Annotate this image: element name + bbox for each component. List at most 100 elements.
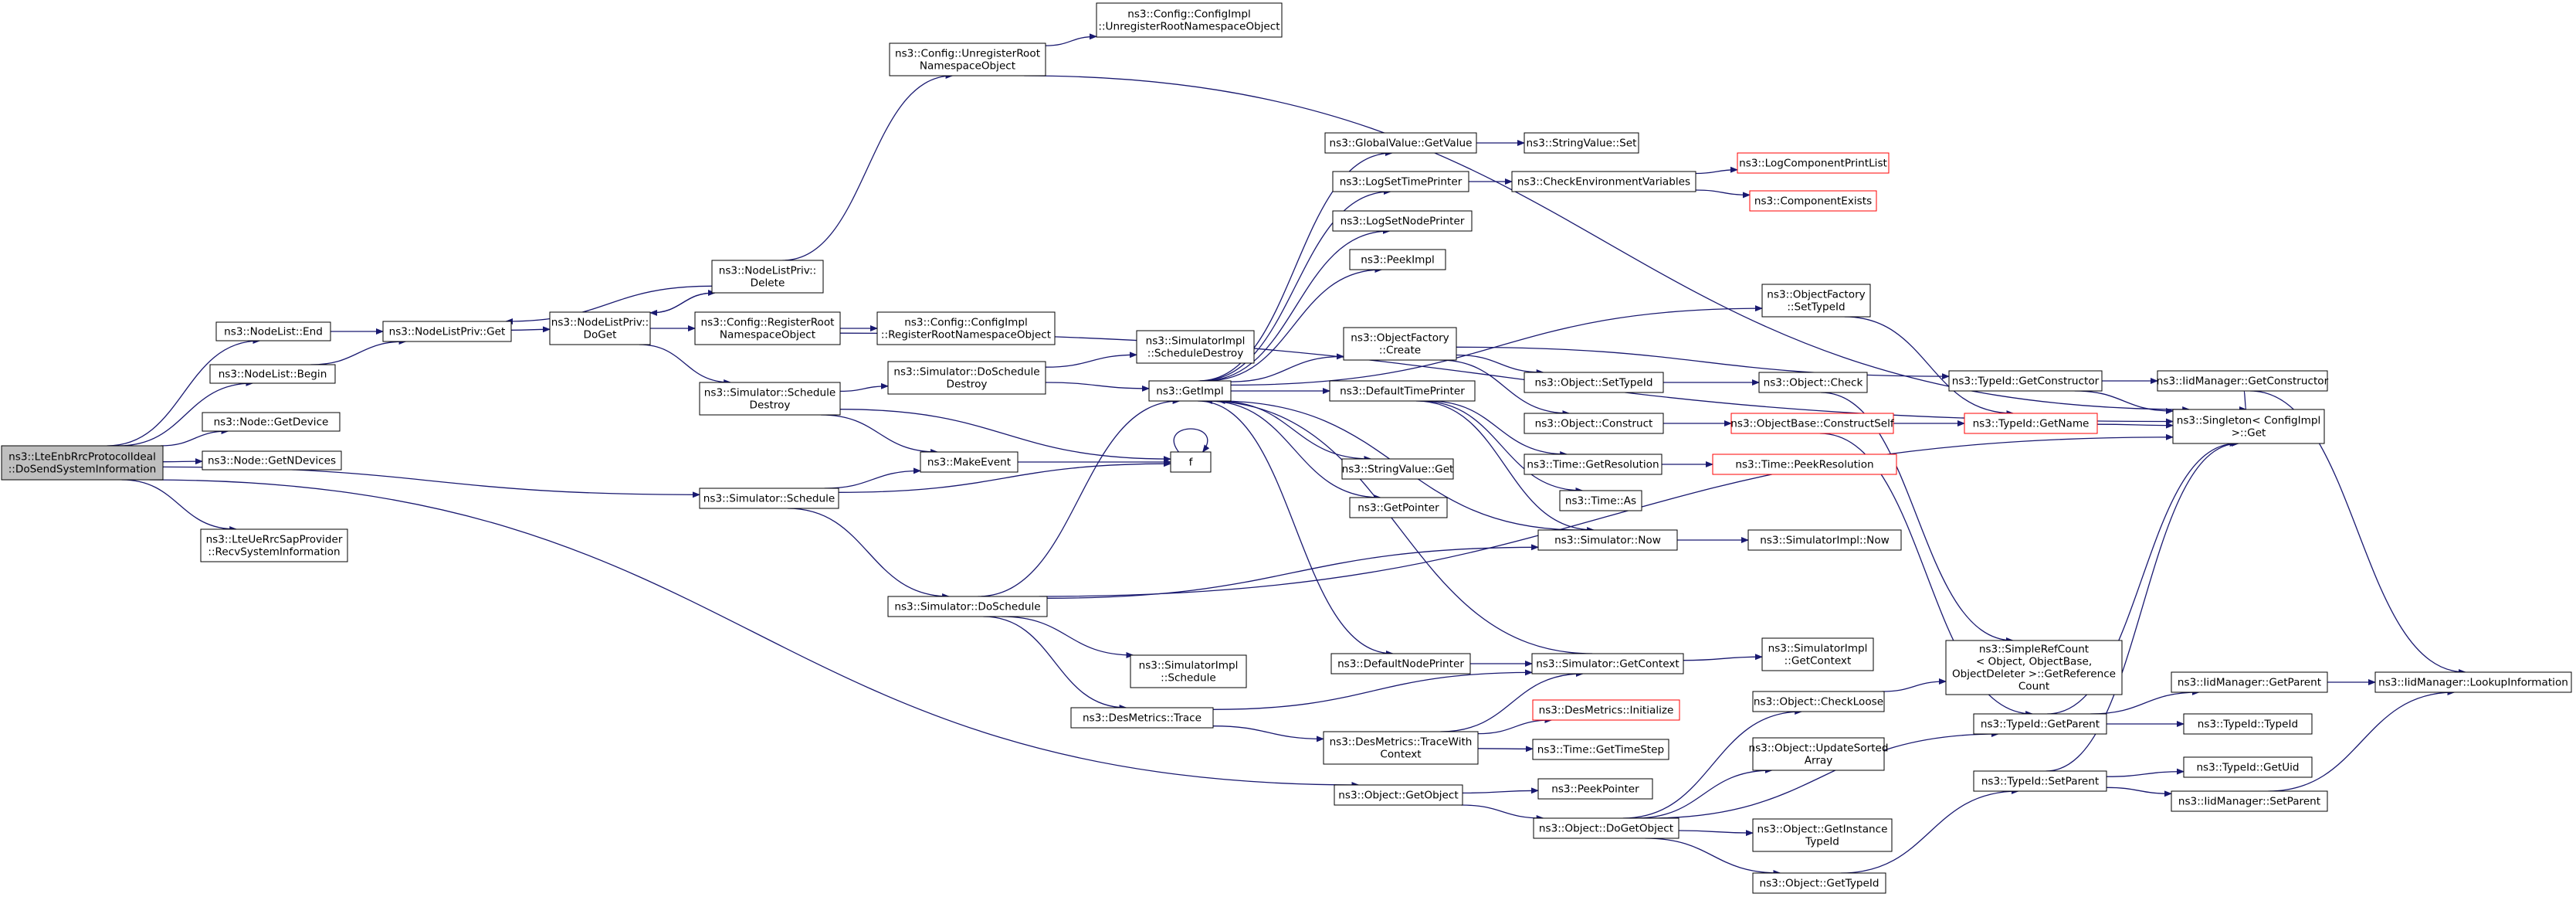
node-makeevent[interactable]: ns3::MakeEvent [920, 451, 1019, 473]
node-obj-getobject[interactable]: ns3::Object::GetObject [1334, 784, 1463, 806]
node-logsettimeprinter[interactable]: ns3::LogSetTimePrinter [1332, 171, 1469, 192]
node-box[interactable] [1752, 737, 1885, 771]
node-typeid-typeid[interactable]: ns3::TypeId::TypeId [2183, 713, 2313, 735]
node-obj-dogetobject[interactable]: ns3::Object::DoGetObject [1533, 817, 1679, 839]
node-box[interactable] [202, 450, 342, 471]
node-box[interactable] [699, 488, 839, 509]
node-box[interactable] [1341, 458, 1454, 480]
node-box[interactable] [215, 321, 331, 341]
node-box[interactable] [876, 311, 1056, 345]
node-objbase-constructself[interactable]: ns3::ObjectBase::ConstructSelf [1730, 413, 1895, 434]
node-box[interactable] [1537, 529, 1678, 551]
node-box[interactable] [1524, 372, 1664, 393]
node-globalvalue-getvalue[interactable]: ns3::GlobalValue::GetValue [1324, 132, 1477, 154]
node-box[interactable] [200, 528, 348, 562]
node-box[interactable] [1752, 691, 1885, 712]
node-obj-check[interactable]: ns3::Object::Check [1758, 372, 1868, 393]
node-objfactory-settypeid[interactable]: ns3::ObjectFactory::SetTypeId [1761, 284, 1871, 318]
node-box[interactable] [889, 42, 1046, 76]
node-box[interactable] [1524, 132, 1639, 154]
node-stringvalue-get[interactable]: ns3::StringValue::Get [1341, 458, 1454, 480]
node-box[interactable] [1532, 699, 1680, 721]
node-iidmgr-lookupinfo[interactable]: ns3::IidManager::LookupInformation [2374, 671, 2572, 693]
node-nlp-delete[interactable]: ns3::NodeListPriv::Delete [711, 260, 824, 294]
node-simimpl-getcontext[interactable]: ns3::SimulatorImpl::GetContext [1761, 637, 1874, 671]
node-box[interactable] [711, 260, 824, 294]
node-box[interactable] [1070, 707, 1214, 729]
node-simimpl-schedule[interactable]: ns3::SimulatorImpl::Schedule [1130, 654, 1247, 688]
node-sim-doschedule[interactable]: ns3::Simulator::DoSchedule [887, 596, 1048, 617]
node-box[interactable] [2157, 370, 2328, 392]
node-sim-schedule[interactable]: ns3::Simulator::Schedule [699, 488, 839, 509]
node-box[interactable] [1130, 654, 1247, 688]
node-box[interactable] [1559, 490, 1642, 511]
node-box[interactable] [1332, 171, 1469, 192]
node-box[interactable] [1730, 413, 1894, 434]
node-box[interactable] [1712, 454, 1897, 475]
node-time-getresolution[interactable]: ns3::Time::GetResolution [1524, 454, 1663, 475]
node-box[interactable] [209, 364, 336, 384]
node-obj-checkloose[interactable]: ns3::Object::CheckLoose [1752, 691, 1885, 712]
node-defaulttimeprinter[interactable]: ns3::DefaultTimePrinter [1329, 380, 1476, 402]
node-obj-gettypeid[interactable]: ns3::Object::GetTypeId [1752, 872, 1886, 894]
node-node-getdevice[interactable]: ns3::Node::GetDevice [202, 412, 341, 432]
node-box[interactable] [1749, 190, 1877, 212]
node-desmetrics-init[interactable]: ns3::DesMetrics::Initialize [1532, 699, 1680, 721]
node-box[interactable] [1531, 653, 1684, 674]
node-cfg-reg[interactable]: ns3::Config::RegisterRootNamespaceObject [694, 311, 841, 345]
node-recvsysinfo[interactable]: ns3::LteUeRrcSapProvider::RecvSystemInfo… [200, 528, 348, 562]
node-typeid-setparent[interactable]: ns3::TypeId::SetParent [1973, 770, 2107, 792]
node-simimpl-now[interactable]: ns3::SimulatorImpl::Now [1747, 529, 1902, 551]
node-nlp-doget[interactable]: ns3::NodeListPriv::DoGet [549, 311, 651, 345]
node-iidmgr-setparent[interactable]: ns3::IidManager::SetParent [2171, 790, 2328, 812]
node-box[interactable] [1537, 778, 1653, 800]
node-box[interactable] [2171, 790, 2328, 812]
node-box[interactable] [2171, 671, 2328, 693]
node-box[interactable] [1324, 132, 1477, 154]
node-box[interactable] [1329, 380, 1476, 402]
node-box[interactable] [1330, 653, 1471, 674]
node-time-peekresolution[interactable]: ns3::Time::PeekResolution [1712, 454, 1897, 475]
node-box[interactable] [382, 321, 512, 342]
node-box[interactable] [887, 361, 1046, 395]
node-box[interactable] [1343, 327, 1457, 361]
node-peekimpl[interactable]: ns3::PeekImpl [1349, 249, 1446, 270]
node-obj-settypeid[interactable]: ns3::Object::SetTypeId [1524, 372, 1664, 393]
node-typeid-getuid[interactable]: ns3::TypeId::GetUid [2183, 756, 2313, 778]
node-logsetnodeprinter[interactable]: ns3::LogSetNodePrinter [1332, 210, 1473, 232]
node-box[interactable] [1964, 413, 2098, 434]
node-typeid-getconstructor[interactable]: ns3::TypeId::GetConstructor [1948, 370, 2103, 392]
node-box[interactable] [1752, 872, 1886, 894]
node-f[interactable]: f [1170, 451, 1212, 473]
node-box[interactable] [1349, 249, 1446, 270]
node-box[interactable] [1737, 152, 1890, 174]
node-box[interactable] [1761, 284, 1871, 318]
node-singleton-get[interactable]: ns3::Singleton< ConfigImpl >::Get [2172, 409, 2325, 444]
node-time-gettimestep[interactable]: ns3::Time::GetTimeStep [1532, 739, 1669, 760]
node-objfactory-create[interactable]: ns3::ObjectFactory::Create [1343, 327, 1457, 361]
node-box[interactable] [1761, 637, 1874, 671]
node-box[interactable] [1148, 380, 1232, 402]
node-iidmgr-getparent[interactable]: ns3::IidManager::GetParent [2171, 671, 2328, 693]
node-cfg-unreg[interactable]: ns3::Config::UnregisterRootNamespaceObje… [889, 42, 1046, 76]
node-getimpl[interactable]: ns3::GetImpl [1148, 380, 1232, 402]
node-desmetrics-trace[interactable]: ns3::DesMetrics::Trace [1070, 707, 1214, 729]
node-box[interactable] [1948, 370, 2103, 392]
node-box[interactable] [1349, 497, 1448, 518]
node-box[interactable] [2183, 713, 2313, 735]
node-box[interactable] [1524, 454, 1663, 475]
node-peekpointer[interactable]: ns3::PeekPointer [1537, 778, 1653, 800]
node-box[interactable] [1, 445, 164, 481]
node-box[interactable] [1170, 451, 1212, 473]
node-node-getndevices[interactable]: ns3::Node::GetNDevices [202, 450, 342, 471]
node-cfgimpl-unreg[interactable]: ns3::Config::ConfigImpl::UnregisterRootN… [1096, 2, 1283, 38]
node-box[interactable] [694, 311, 841, 345]
node-box[interactable] [1747, 529, 1902, 551]
node-time-as[interactable]: ns3::Time::As [1559, 490, 1642, 511]
node-box[interactable] [1752, 818, 1893, 852]
node-sim-schedule-destroy[interactable]: ns3::Simulator::ScheduleDestroy [699, 382, 841, 416]
